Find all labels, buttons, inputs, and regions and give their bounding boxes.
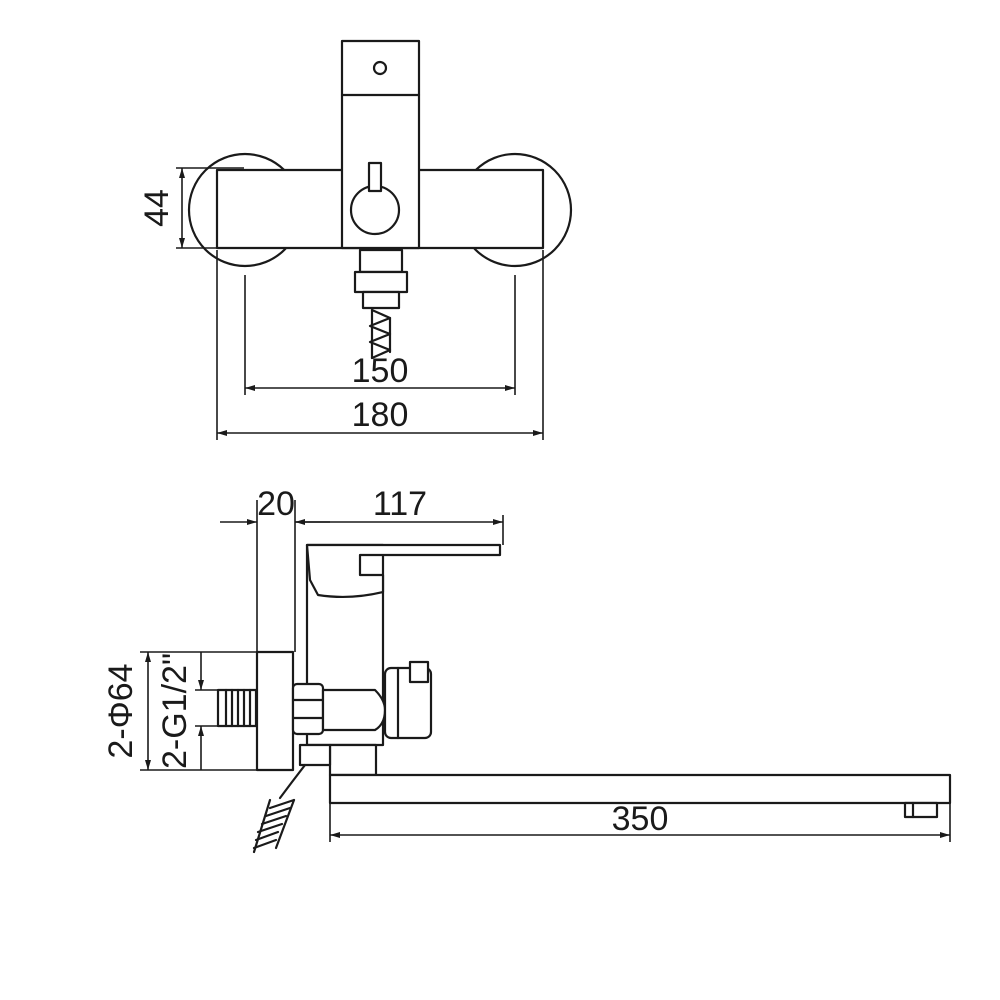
side-spout: [328, 773, 952, 805]
dim-label-117: 117: [373, 485, 427, 523]
lever-hole-icon: [372, 60, 388, 76]
dim-spout-length: 350: [329, 790, 951, 842]
dim-label-20: 20: [257, 485, 295, 523]
dim-label-350: 350: [612, 800, 669, 838]
side-hose: [252, 763, 307, 854]
dim-overall-width: 180: [216, 250, 544, 440]
dim-label-flange: 2-Φ64: [102, 663, 140, 758]
dim-wall-centers: 150: [244, 275, 516, 395]
side-lever-handle: [305, 543, 502, 598]
side-hex-nut: [291, 682, 325, 736]
hose-coil: [368, 308, 392, 360]
threaded-inlet: [216, 688, 258, 728]
dim-label-thread: 2-G1/2": [156, 653, 194, 769]
dim-label-150: 150: [352, 352, 409, 390]
dim-label-44: 44: [138, 189, 176, 227]
top-view: 44 150 180: [138, 39, 573, 440]
dim-top-offsets: 20 117: [220, 485, 504, 652]
side-view: 20 117 2-Φ64 2-G1/2" 350: [102, 485, 952, 854]
hose-connector-nut: [358, 248, 404, 274]
dim-label-180: 180: [352, 396, 409, 434]
side-diverter-knob: [383, 666, 433, 740]
dim-height-top: 44: [138, 167, 244, 249]
side-wall-flange: [255, 650, 295, 772]
dim-flange-thread: 2-Φ64 2-G1/2": [102, 651, 257, 771]
diverter-knob: [349, 184, 401, 236]
